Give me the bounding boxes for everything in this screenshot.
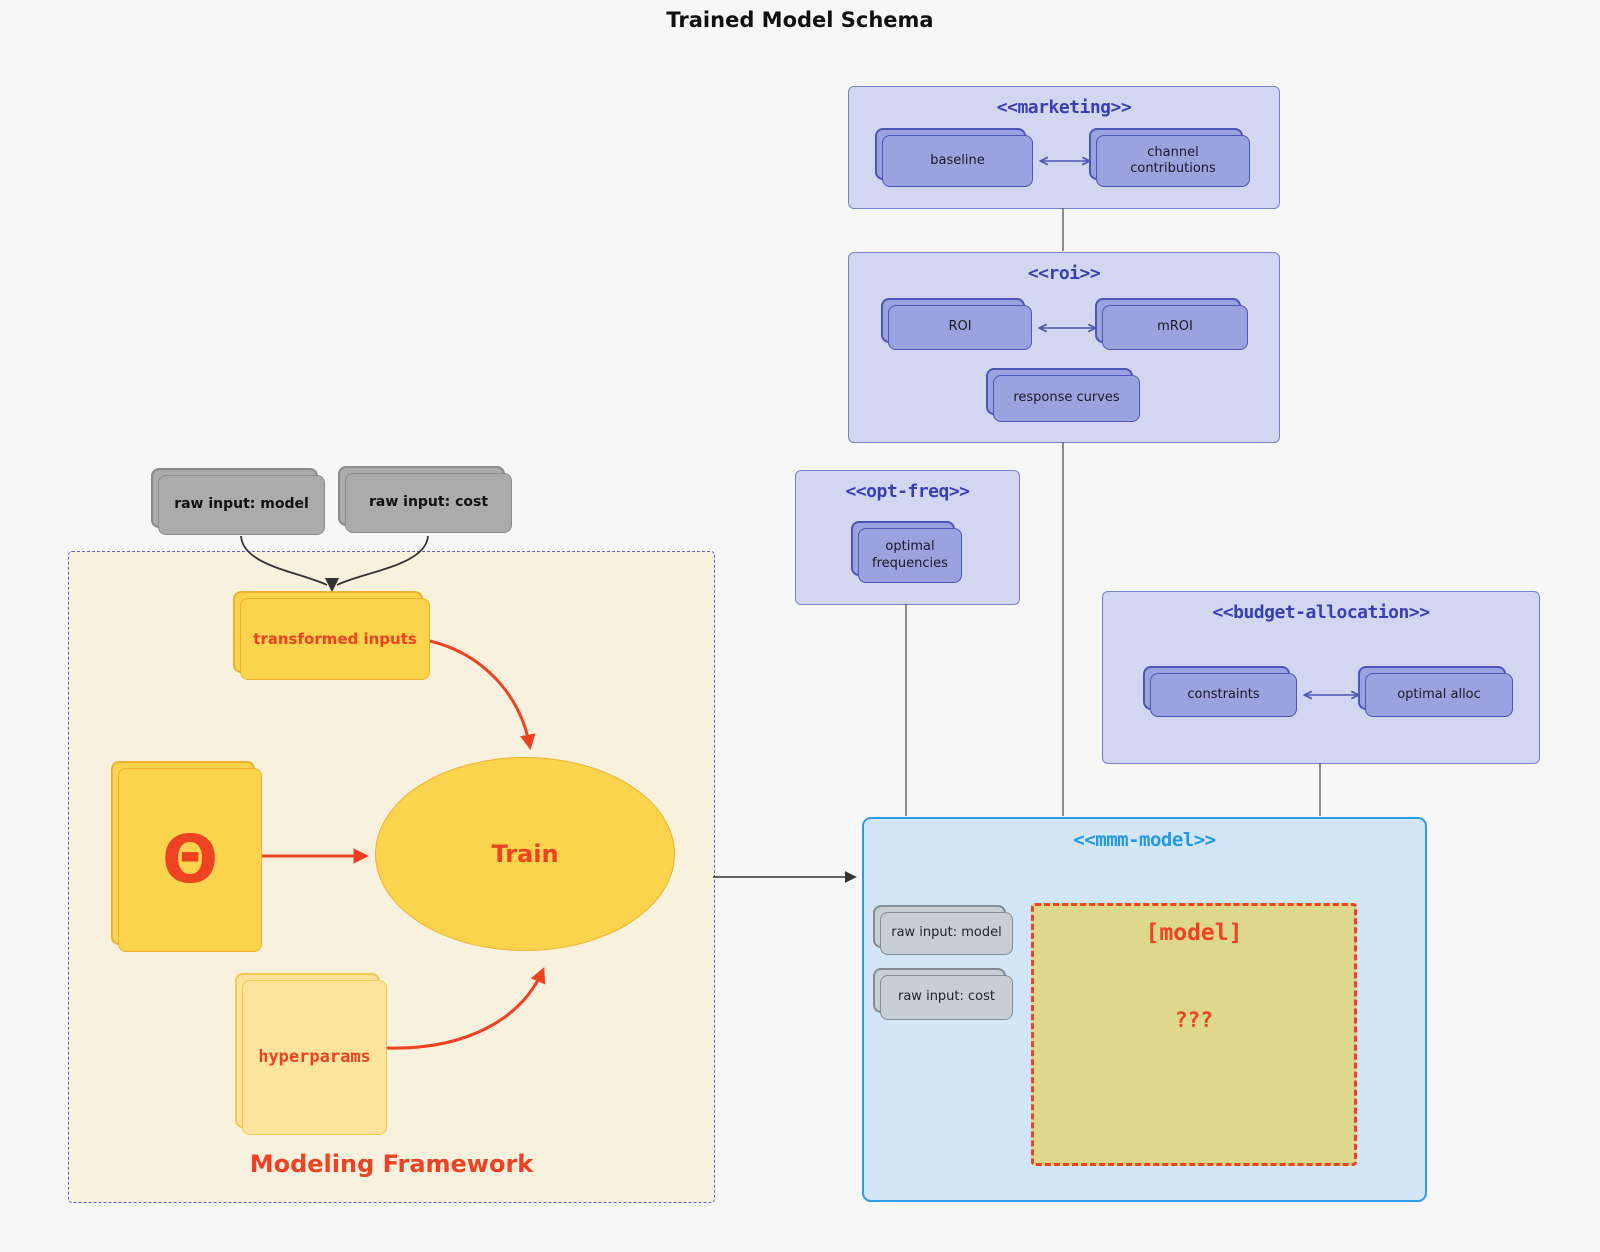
- node-train-label: Train: [491, 840, 559, 868]
- node-mmm-raw-input-model-label: raw input: model: [891, 925, 1002, 941]
- node-baseline: baseline: [882, 135, 1033, 187]
- node-constraints-label: constraints: [1187, 686, 1260, 702]
- node-raw-input-model-label: raw input: model: [174, 496, 309, 513]
- node-hyperparams-label: hyperparams: [258, 1046, 371, 1067]
- model-tag-label: [model]: [1145, 920, 1243, 946]
- node-raw-input-model: raw input: model: [158, 475, 325, 535]
- model-placeholder-box: [model] ???: [1031, 903, 1357, 1166]
- node-transformed-inputs: transformed inputs: [240, 598, 430, 680]
- node-hyperparams: hyperparams: [242, 980, 387, 1135]
- node-optimal-alloc-label: optimal alloc: [1397, 686, 1481, 702]
- node-roi: ROI: [888, 305, 1032, 350]
- node-train: Train: [375, 757, 675, 951]
- node-response-curves: response curves: [993, 375, 1140, 422]
- node-optimal-frequencies: optimal frequencies: [858, 528, 962, 583]
- node-optimal-frequencies-label: optimal frequencies: [872, 539, 948, 571]
- budget-allocation-group: <<budget-allocation>>: [1102, 591, 1540, 764]
- node-mmm-raw-input-model: raw input: model: [880, 912, 1013, 955]
- node-raw-input-cost: raw input: cost: [345, 473, 512, 533]
- node-transformed-inputs-label: transformed inputs: [253, 629, 417, 648]
- roi-group-title: <<roi>>: [1027, 263, 1101, 284]
- marketing-group-title: <<marketing>>: [996, 97, 1132, 118]
- node-constraints: constraints: [1150, 673, 1297, 717]
- node-mroi-label: mROI: [1157, 319, 1193, 335]
- node-response-curves-label: response curves: [1013, 390, 1120, 406]
- model-unknown-label: ???: [1175, 1008, 1213, 1032]
- budget-allocation-group-title: <<budget-allocation>>: [1212, 602, 1430, 623]
- node-roi-label: ROI: [948, 319, 972, 335]
- node-theta: Θ: [118, 768, 262, 952]
- node-baseline-label: baseline: [930, 152, 985, 168]
- node-raw-input-cost-label: raw input: cost: [368, 494, 489, 511]
- node-mmm-raw-input-cost-label: raw input: cost: [898, 989, 995, 1005]
- modeling-framework-label: Modeling Framework: [249, 1150, 534, 1178]
- node-channel-contributions: channel contributions: [1096, 135, 1250, 187]
- node-optimal-alloc: optimal alloc: [1365, 673, 1513, 717]
- opt-freq-group-title: <<opt-freq>>: [845, 481, 970, 502]
- diagram-title: Trained Model Schema: [666, 8, 934, 32]
- theta-glyph: Θ: [161, 820, 219, 898]
- mmm-model-group-title: <<mmm-model>>: [1073, 829, 1216, 851]
- node-channel-contributions-label: channel contributions: [1130, 144, 1216, 176]
- node-mmm-raw-input-cost: raw input: cost: [880, 975, 1013, 1020]
- node-mroi: mROI: [1102, 305, 1248, 350]
